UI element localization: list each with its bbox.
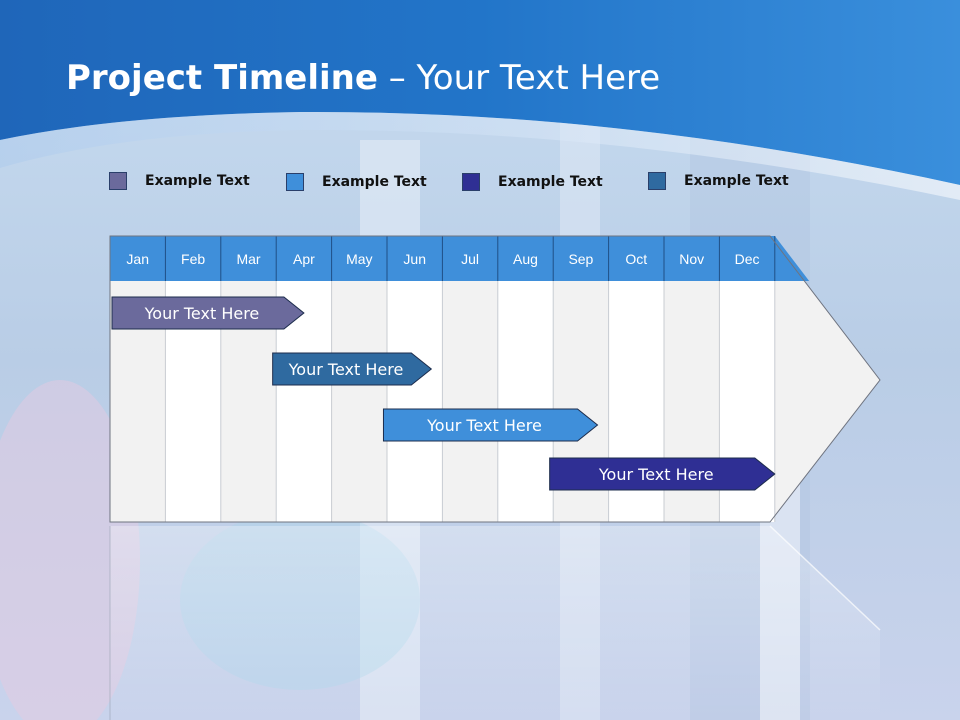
legend-swatch-4 bbox=[648, 172, 666, 190]
legend-label-2: Example Text bbox=[322, 174, 427, 190]
title-bold: Project Timeline bbox=[66, 58, 378, 98]
month-column-may bbox=[331, 281, 387, 522]
month-label-aug: Aug bbox=[513, 251, 538, 267]
month-label-nov: Nov bbox=[679, 251, 704, 267]
month-label-mar: Mar bbox=[236, 251, 260, 267]
month-label-may: May bbox=[346, 251, 372, 267]
legend-item-4: Example Text bbox=[648, 171, 789, 191]
legend-label-1: Example Text bbox=[145, 173, 250, 189]
month-label-apr: Apr bbox=[293, 251, 315, 267]
task-label-2: Your Text Here bbox=[288, 360, 404, 379]
chart-reflection bbox=[110, 526, 880, 720]
task-label-3: Your Text Here bbox=[426, 416, 542, 435]
page-title: Project Timeline – Your Text Here bbox=[66, 58, 660, 98]
month-column-jul bbox=[442, 281, 498, 522]
legend-swatch-3 bbox=[462, 173, 480, 191]
legend-item-1: Example Text bbox=[109, 171, 250, 191]
task-label-4: Your Text Here bbox=[598, 465, 714, 484]
legend-swatch-2 bbox=[286, 173, 304, 191]
legend-item-2: Example Text bbox=[286, 172, 427, 192]
chart-outline bbox=[109, 235, 881, 523]
legend-label-4: Example Text bbox=[684, 173, 789, 189]
month-column-jun bbox=[387, 281, 443, 522]
task-label-1: Your Text Here bbox=[144, 304, 260, 323]
task-bar-2 bbox=[272, 352, 433, 386]
month-column-aug bbox=[497, 281, 554, 522]
legend-swatch-1 bbox=[109, 172, 127, 190]
month-header-row bbox=[110, 236, 810, 281]
month-label-jun: Jun bbox=[403, 251, 426, 267]
month-label-oct: Oct bbox=[625, 251, 647, 267]
title-rest: – Your Text Here bbox=[377, 58, 661, 98]
task-bar-1 bbox=[111, 296, 305, 330]
reflection-edge-right bbox=[769, 525, 881, 631]
month-label-sep: Sep bbox=[568, 251, 593, 267]
month-label-jan: Jan bbox=[126, 251, 149, 267]
month-label-dec: Dec bbox=[735, 251, 760, 267]
legend-label-3: Example Text bbox=[498, 174, 603, 190]
month-label-jul: Jul bbox=[461, 251, 479, 267]
task-bar-4 bbox=[549, 457, 776, 491]
legend-item-3: Example Text bbox=[462, 172, 603, 192]
task-bar-3 bbox=[382, 408, 599, 442]
month-label-feb: Feb bbox=[181, 251, 205, 267]
